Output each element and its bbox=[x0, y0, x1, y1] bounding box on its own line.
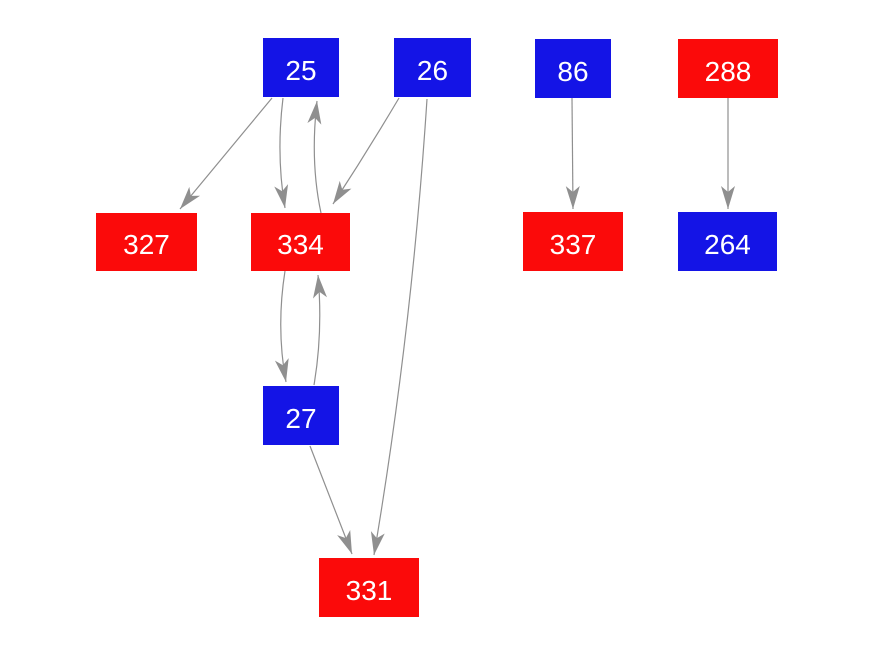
graph-node-288: 288 bbox=[678, 39, 778, 98]
edge-26-to-331 bbox=[370, 98, 428, 556]
edge-27-to-331 bbox=[309, 445, 353, 555]
graph-node-264: 264 bbox=[678, 212, 777, 271]
graph-node-26: 26 bbox=[394, 38, 471, 97]
graph-node-334: 334 bbox=[251, 213, 350, 271]
edges-group bbox=[179, 97, 735, 556]
graph-node-25: 25 bbox=[263, 38, 339, 97]
edge-25-to-334 bbox=[274, 97, 289, 209]
edge-25-to-327 bbox=[179, 97, 273, 210]
edge-27-to-334 bbox=[313, 274, 327, 386]
edge-334-to-25 bbox=[307, 100, 322, 214]
graph-node-86: 86 bbox=[535, 39, 611, 98]
edge-334-to-27 bbox=[274, 270, 289, 383]
graph-node-27: 27 bbox=[263, 386, 339, 445]
graph-node-337: 337 bbox=[523, 212, 623, 271]
edge-86-to-337 bbox=[565, 97, 580, 210]
graph-node-327: 327 bbox=[96, 213, 197, 271]
edge-26-to-334 bbox=[332, 97, 400, 205]
graph-node-331: 331 bbox=[319, 558, 419, 617]
